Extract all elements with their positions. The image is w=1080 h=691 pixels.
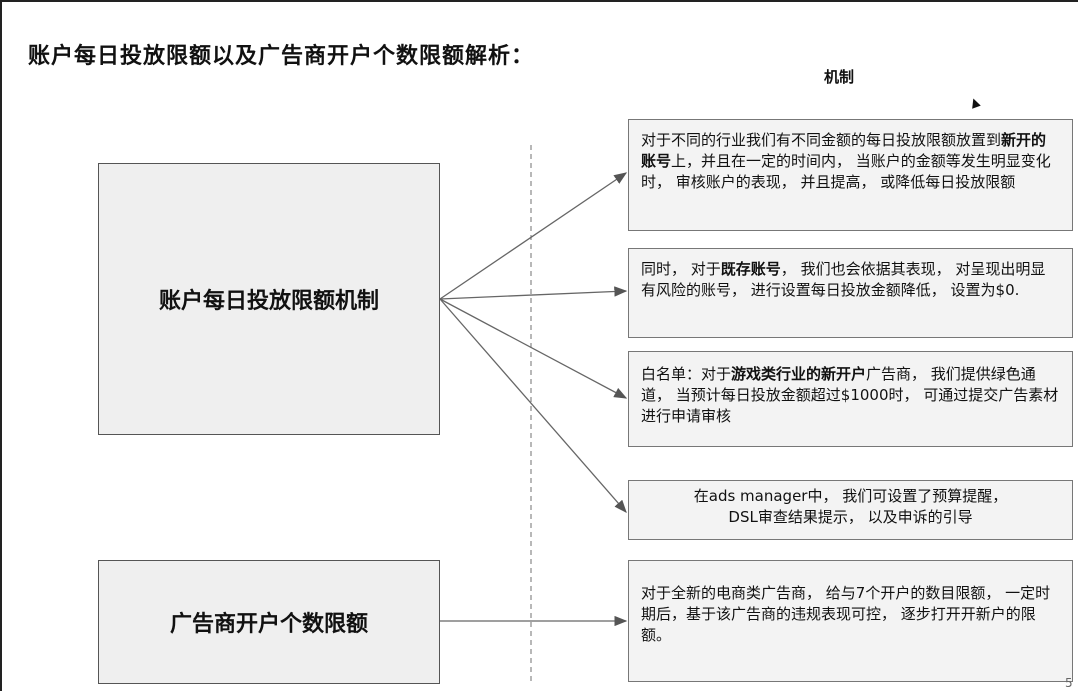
daily-limit-mechanism-label: 账户每日投放限额机制 [158,289,379,314]
note-text: 对于不同的行业我们有不同金额的每日投放限额放置到 [641,131,1002,149]
note-line: 在ads manager中， 我们可设置了预算提醒， [693,487,1008,505]
note-existing-accounts: 同时， 对于既存账号， 我们也会依据其表现， 对呈现出明显有风险的账号， 进行设… [628,248,1073,338]
account-count-limit-label: 广告商开户个数限额 [169,612,368,637]
note-text: 同时， 对于 [641,260,721,278]
note-bold-text: 既存账号 [720,260,781,278]
note-text: 上，并且在一定的时间内， 当账户的金额等发生明显变化时， 审核账户的表现， 并且… [641,152,1051,191]
note-bold-text: 游戏类行业的新开户 [731,365,867,383]
slide-corner-mark: 5 [1065,676,1073,690]
arrow-to-note-3 [439,298,628,399]
note-line: DSL审查结果提示， 以及申诉的引导 [728,508,973,526]
daily-limit-mechanism-box: 账户每日投放限额机制 [98,163,440,435]
note-ads-manager: 在ads manager中， 我们可设置了预算提醒， DSL审查结果提示， 以及… [628,480,1073,540]
note-ecommerce-account-limit: 对于全新的电商类广告商， 给与7个开户的数目限额， 一定时期后，基于该广告商的违… [628,560,1073,682]
arrow-to-note-4 [439,298,627,513]
note-text: 广告商， 我们提供绿色通道， 当预计每日投放金额超过$1000时， 可通过提交广… [641,365,1059,425]
mechanism-column-header: 机制 [824,68,855,86]
note-text: 对于全新的电商类广告商， 给与7个开户的数目限额， 一定时期后，基于该广告商的违… [641,584,1051,644]
arrow-to-note-1 [439,172,628,300]
note-text: 白名单：对于 [641,365,732,383]
note-whitelist: 白名单：对于游戏类行业的新开户广告商， 我们提供绿色通道， 当预计每日投放金额超… [628,351,1073,447]
note-text: ， 我们也会依据其表现， 对呈现出明显有风险的账号， 进行设置每日投放金额降低，… [641,260,1046,299]
arrow-to-note-2 [439,286,628,300]
account-count-limit-box: 广告商开户个数限额 [98,560,440,684]
note-bold-text: 新开的账号 [641,131,1047,170]
page-title: 账户每日投放限额以及广告商开户个数限额解析： [28,44,535,69]
note-new-accounts: 对于不同的行业我们有不同金额的每日投放限额放置到新开的账号上，并且在一定的时间内… [628,119,1073,231]
